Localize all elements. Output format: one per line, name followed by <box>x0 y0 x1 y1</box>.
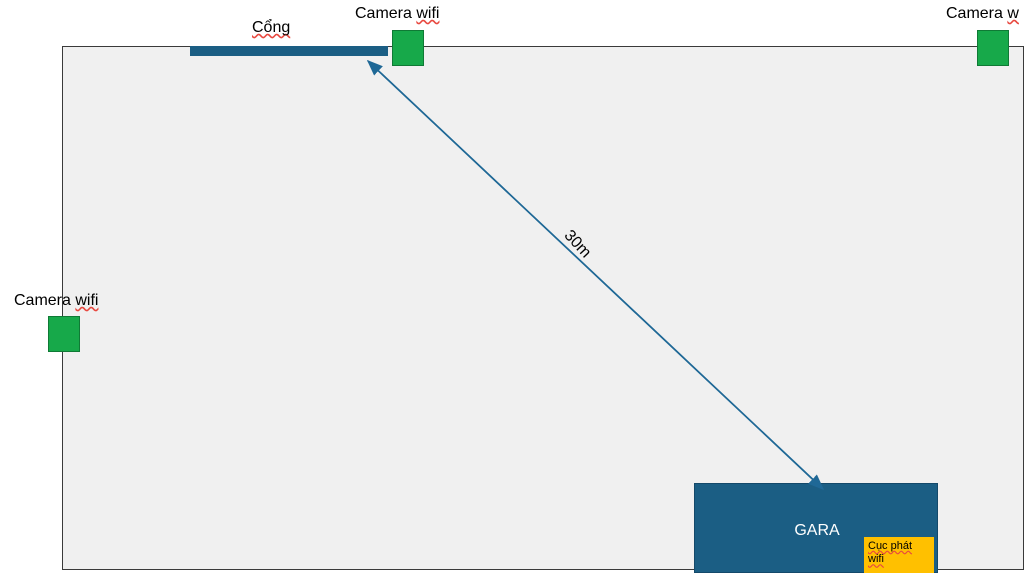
gate-label-text: Cổng <box>252 19 291 36</box>
gate-bar <box>190 46 388 56</box>
wifi-router-label-line1: Cục phát <box>868 540 913 552</box>
gara-building: GARA <box>694 483 938 573</box>
camera-wifi-right-label-text: Camera <box>946 5 1008 22</box>
camera-wifi-top-label-text: Camera <box>355 5 417 22</box>
camera-wifi-left-label-text: Camera <box>14 292 76 309</box>
camera-wifi-top-label: Camera wifi <box>355 4 439 23</box>
camera-wifi-left-label: Camera wifi <box>14 291 98 310</box>
camera-wifi-right <box>977 30 1009 66</box>
camera-wifi-right-label: Camera w <box>946 4 1019 23</box>
gate-label: Cổng <box>252 18 290 37</box>
camera-wifi-top <box>392 30 424 66</box>
camera-wifi-left-label-wifi: wifi <box>75 292 99 309</box>
camera-wifi-top-label-wifi: wifi <box>416 5 440 22</box>
gara-label: GARA <box>794 522 840 539</box>
wifi-router-label-line2: wifi <box>868 553 884 566</box>
camera-wifi-right-label-wifi: w <box>1007 5 1019 22</box>
camera-wifi-left <box>48 316 80 352</box>
